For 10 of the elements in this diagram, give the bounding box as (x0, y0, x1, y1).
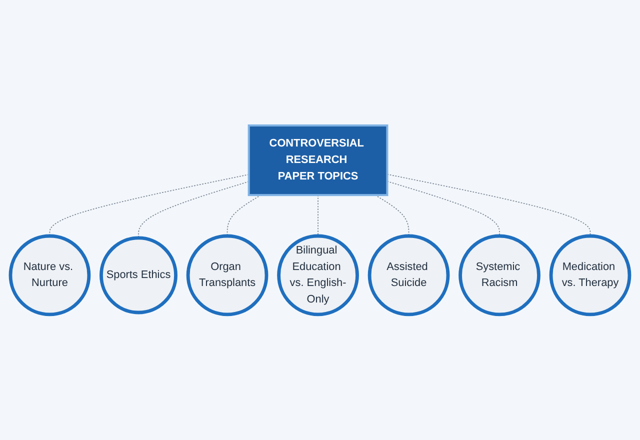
node-box: CONTROVERSIAL RESEARCH PAPER TOPICS (248, 124, 388, 196)
node-circle: Systemic Racism (458, 234, 540, 316)
node-circle: Bilingual Education vs. English-Only (277, 234, 359, 316)
node-circle: Nature vs. Nurture (8, 234, 91, 316)
node-circle: Assisted Suicide (368, 234, 450, 316)
node-circle: Sports Ethics (100, 236, 178, 314)
connector (386, 174, 591, 236)
node-circle: Medication vs. Therapy (549, 234, 632, 316)
connector (386, 180, 500, 236)
node-circle: Organ Transplants (186, 234, 268, 316)
